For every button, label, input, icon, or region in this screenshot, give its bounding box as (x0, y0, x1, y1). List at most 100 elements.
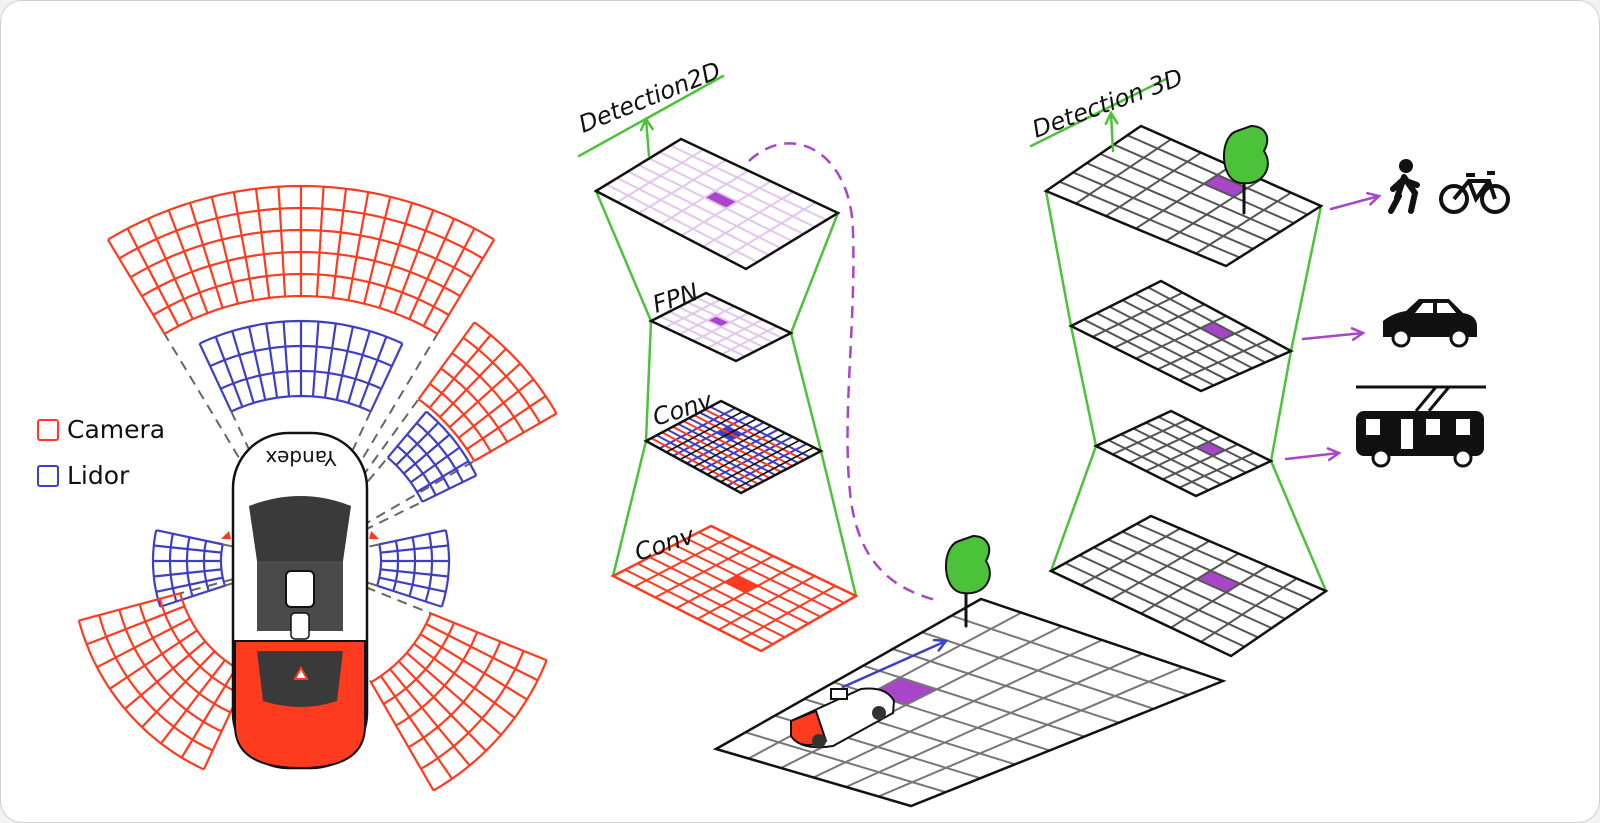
grid-line (1157, 326, 1249, 371)
sector-spoke (439, 348, 507, 418)
sector-spoke (430, 612, 548, 662)
sector-spoke (96, 617, 191, 669)
sector-spoke (369, 343, 404, 412)
trolleybus-icon (1356, 385, 1486, 468)
detection-3d-arrow (1109, 111, 1115, 153)
connector-line (1044, 189, 1073, 328)
connector-line (1069, 324, 1098, 448)
grid-line (681, 180, 772, 237)
sector-spoke (315, 186, 325, 297)
grid-line (679, 418, 758, 461)
grid-line (1080, 527, 1181, 587)
sector-spoke (159, 584, 226, 608)
grid-line (698, 531, 845, 604)
sector-spoke (277, 186, 287, 297)
sector-arc (408, 537, 417, 597)
roof-sensor-unit (285, 570, 315, 608)
sector-spoke (167, 209, 209, 314)
car-top-view: Yandex (221, 431, 379, 770)
sector-spoke (386, 410, 428, 459)
front-camera-fov (106, 184, 496, 335)
grid-line (659, 169, 749, 226)
tree-icon (1223, 124, 1269, 215)
grid-line (813, 639, 1103, 779)
grid-line (649, 556, 798, 632)
rear-right-camera-fov (370, 612, 548, 792)
sector-spoke (405, 652, 502, 736)
sector-spoke (379, 576, 446, 593)
sector-spoke (436, 238, 496, 335)
sector-spoke (419, 633, 528, 701)
sector-arc (185, 537, 194, 597)
sector-spoke (254, 188, 271, 299)
sector-spoke (126, 228, 180, 327)
sector-arc (387, 456, 424, 503)
sector-spoke (331, 188, 348, 299)
grid-line (692, 425, 772, 468)
sector-spoke (428, 334, 492, 409)
sector-spoke (106, 238, 166, 335)
sector-spoke (124, 640, 206, 710)
sector-spoke (473, 412, 558, 462)
highlighted-cell (1196, 570, 1241, 593)
highlighted-cell (706, 315, 731, 327)
sector-spoke (363, 196, 392, 304)
grid-line (1200, 577, 1298, 643)
layer-border (1068, 279, 1294, 393)
grid-line (673, 543, 821, 618)
grid-line (724, 201, 817, 259)
sector-spoke (311, 321, 320, 397)
sector-arc (219, 544, 226, 587)
sector-spoke (160, 659, 226, 745)
sector-spoke (231, 330, 255, 404)
detection-3d-layer-3 (1093, 409, 1274, 498)
sector-spoke (422, 228, 476, 327)
layer-border (1043, 124, 1324, 268)
detection-3d-underline (1029, 77, 1168, 148)
sector-arc (440, 529, 451, 608)
highlighted-cell (704, 190, 738, 209)
conv-layer-2 (610, 524, 859, 653)
connector-line (594, 189, 653, 323)
fpn-layer (648, 291, 794, 363)
sensor-coverage (77, 184, 558, 792)
sector-spoke (378, 202, 414, 309)
sector-spoke (379, 529, 446, 546)
sector-arc (151, 529, 162, 608)
grid-line (1195, 191, 1292, 255)
legend-lidar: Lidor (37, 461, 129, 490)
sector-spoke (403, 433, 451, 475)
output-arrow-trolleybus-head (1326, 447, 1342, 462)
grid-line (616, 177, 770, 256)
detection-2d-arrow (644, 117, 651, 158)
sector-spoke (457, 378, 535, 439)
front-right-camera-fov (417, 321, 558, 462)
tree-crown (1223, 124, 1269, 185)
left-lidar-fov (151, 529, 226, 608)
connector-line (1289, 204, 1323, 353)
highlighted-cell (1196, 441, 1226, 456)
connector-line (1049, 444, 1098, 573)
grid-line (648, 157, 804, 235)
connector-line (1269, 459, 1328, 593)
grid-line (686, 537, 833, 611)
highlighted-cell (1203, 174, 1248, 197)
roof-sensor-mount (290, 612, 310, 640)
projection-arrow-head (932, 638, 949, 652)
layer-border (593, 137, 841, 271)
grid-line (659, 151, 816, 228)
grid-line (637, 562, 786, 639)
detection-3d-stack (1029, 77, 1382, 658)
fov-boundary-line (336, 333, 439, 502)
grid-line (1092, 291, 1184, 338)
grid-line (654, 545, 753, 599)
legend-camera: Camera (37, 415, 165, 444)
sector-spoke (347, 330, 371, 404)
sector-spoke (232, 191, 255, 301)
sector-spoke (188, 202, 224, 309)
output-arrow-pedestrian (1329, 194, 1381, 211)
sector-spoke (78, 592, 181, 622)
grid-line (638, 159, 727, 215)
sector-spoke (421, 474, 477, 503)
